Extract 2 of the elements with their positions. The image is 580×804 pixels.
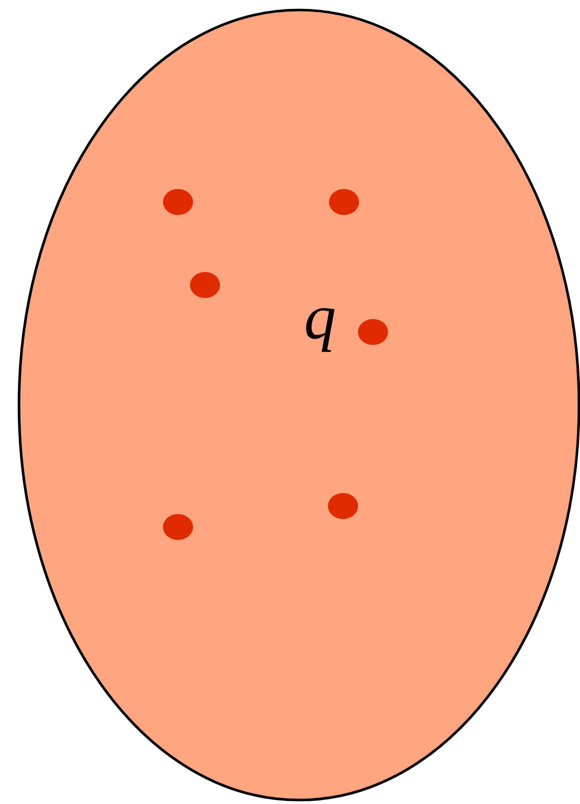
point-label: q xyxy=(306,308,334,352)
ellipse-shape xyxy=(18,8,580,802)
